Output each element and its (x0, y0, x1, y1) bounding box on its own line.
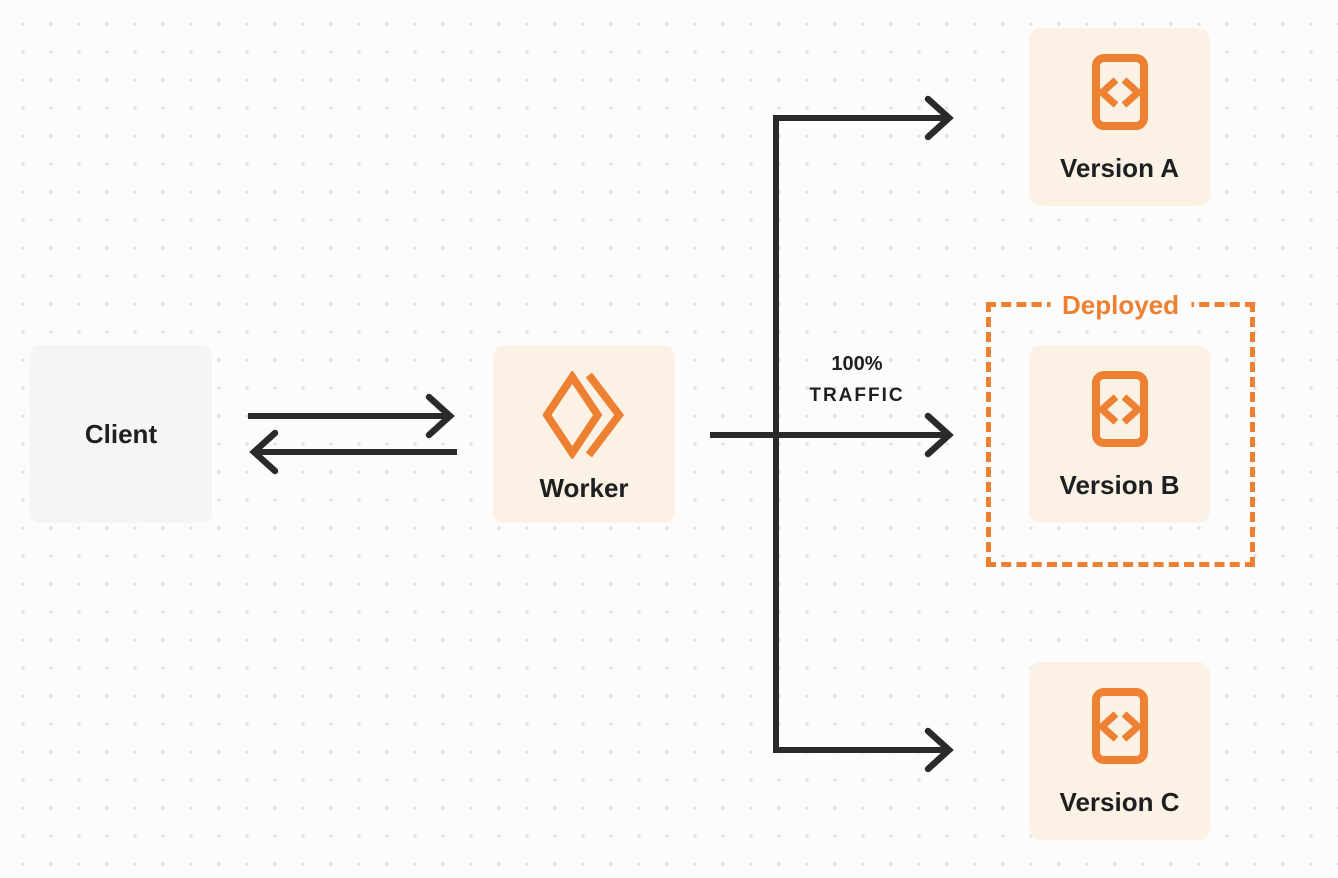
node-version-a: Version A (1029, 28, 1210, 206)
version-a-label: Version A (1060, 153, 1179, 183)
code-file-icon (1091, 371, 1148, 447)
traffic-label: 100% TRAFFIC (787, 349, 927, 413)
node-version-b: Version B (1029, 345, 1210, 523)
workers-logo-icon (543, 371, 625, 459)
arrowhead-right-icon (924, 727, 954, 773)
arrowhead-right-icon (425, 393, 455, 439)
arrowhead-right-icon (924, 95, 954, 141)
version-b-label: Version B (1059, 470, 1180, 500)
arrowhead-right-icon (924, 412, 954, 458)
code-file-icon (1091, 54, 1148, 130)
version-c-label: Version C (1059, 787, 1180, 817)
traffic-word-text: TRAFFIC (809, 385, 905, 406)
node-version-c: Version C (1029, 662, 1210, 840)
node-client: Client (30, 345, 212, 523)
code-file-icon (1091, 688, 1148, 764)
traffic-percent-text: 100% (831, 353, 883, 375)
arrowhead-left-icon (249, 429, 279, 475)
deployed-label: Deployed (1049, 288, 1192, 322)
deployed-frame: Deployed (986, 288, 1255, 567)
worker-label: Worker (539, 473, 629, 503)
client-label: Client (84, 419, 158, 449)
node-worker: Worker (493, 345, 675, 523)
